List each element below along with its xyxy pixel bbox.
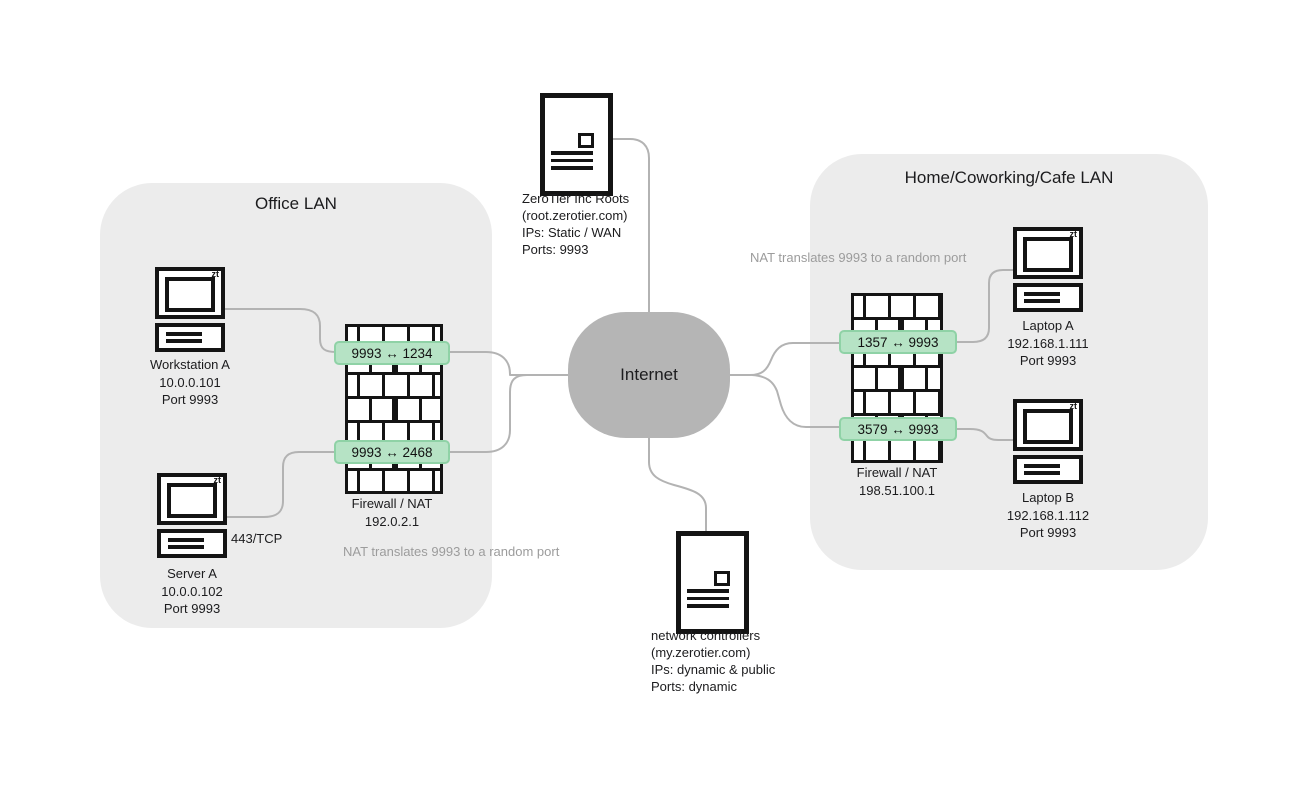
- vent-line: [1024, 299, 1060, 303]
- controllers-ips: IPs: dynamic & public: [651, 662, 776, 677]
- node-name: Laptop A: [1022, 318, 1074, 333]
- roots-server-icon: [540, 93, 613, 196]
- line-home-nat2-to-laptop-b: [955, 428, 1015, 441]
- line-server-to-nat: [225, 451, 337, 518]
- base-unit: [155, 323, 225, 352]
- vent-line: [1024, 471, 1060, 475]
- node-ip: 192.168.1.111: [1007, 335, 1089, 351]
- node-port: Port 9993: [161, 392, 219, 407]
- controllers-label: network controllers (my.zerotier.com) IP…: [651, 627, 775, 695]
- node-port: Port 9993: [1019, 525, 1077, 540]
- vent-line: [1024, 464, 1060, 468]
- node-ip: 192.168.1.112: [1006, 507, 1090, 523]
- monitor: zt: [155, 267, 225, 319]
- laptop-b-label: Laptop B 192.168.1.112 Port 9993: [978, 489, 1118, 542]
- server-led: [578, 133, 594, 148]
- office-firewall-label: Firewall / NAT 192.0.2.1: [322, 495, 462, 530]
- zerotier-zt-mark: zt: [1069, 401, 1078, 411]
- base-unit: [1013, 283, 1083, 312]
- internet-cloud: Internet: [568, 312, 730, 438]
- laptop-a-icon: zt: [1013, 227, 1083, 312]
- office-lan-title: Office LAN: [255, 194, 337, 213]
- roots-name: ZeroTier Inc Roots: [522, 191, 630, 206]
- roots-ips: IPs: Static / WAN: [522, 225, 622, 240]
- node-ip: 192.0.2.1: [364, 513, 420, 529]
- port-mapping-badge: 1357 ↔ 9993: [839, 330, 957, 354]
- roots-domain: (root.zerotier.com): [522, 208, 628, 223]
- controllers-server-icon: [676, 531, 749, 634]
- screen: [165, 277, 215, 312]
- line-office-nat2-to-internet: [448, 374, 528, 453]
- port-mapping-badge: 9993 ↔ 2468: [334, 440, 450, 464]
- controllers-name: network controllers: [651, 628, 761, 643]
- monitor: zt: [157, 473, 227, 525]
- controllers-domain: (my.zerotier.com): [651, 645, 751, 660]
- server-slot-line: [687, 596, 729, 600]
- vent-line: [1024, 292, 1060, 296]
- node-ip: 10.0.0.101: [159, 374, 221, 390]
- roots-ports: Ports: 9993: [522, 242, 589, 257]
- vent-line: [168, 545, 204, 549]
- line-internet-to-home-nat2: [751, 374, 841, 428]
- server-slot-line: [551, 166, 593, 170]
- monitor: zt: [1013, 399, 1083, 451]
- line-roots-to-internet: [601, 138, 650, 314]
- server-slot-line: [551, 158, 593, 162]
- server-slot-line: [687, 604, 729, 608]
- line-internet-to-controllers: [648, 436, 707, 533]
- line-office-nat1-to-internet: [448, 351, 570, 376]
- screen: [1023, 237, 1073, 272]
- roots-label: ZeroTier Inc Roots (root.zerotier.com) I…: [522, 190, 629, 258]
- line-internet-to-home-nat1: [728, 342, 841, 376]
- laptop-b-icon: zt: [1013, 399, 1083, 484]
- home-firewall-label: Firewall / NAT 198.51.100.1: [827, 464, 967, 499]
- vent-line: [168, 538, 204, 542]
- node-name: Server A: [167, 566, 217, 581]
- zerotier-zt-mark: zt: [1069, 229, 1078, 239]
- node-name: Workstation A: [150, 357, 230, 372]
- server-a-service-label: 443/TCP: [231, 531, 283, 546]
- home-lan-title: Home/Coworking/Cafe LAN: [904, 168, 1114, 187]
- node-name: Laptop B: [1021, 490, 1075, 505]
- screen: [1023, 409, 1073, 444]
- line-workstation-to-nat: [224, 308, 337, 353]
- laptop-a-label: Laptop A 192.168.1.111 Port 9993: [978, 317, 1118, 370]
- server-slot-line: [551, 151, 593, 155]
- controllers-ports: Ports: dynamic: [651, 679, 737, 694]
- server-slot-line: [687, 589, 729, 593]
- vent-line: [166, 332, 202, 336]
- node-name: Firewall / NAT: [856, 465, 938, 480]
- server-led: [714, 571, 730, 586]
- base-unit: [157, 529, 227, 558]
- server-a-icon: zt: [157, 473, 227, 558]
- zerotier-zt-mark: zt: [211, 269, 220, 279]
- node-ip: 198.51.100.1: [859, 482, 935, 498]
- home-nat-note: NAT translates 9993 to a random port: [750, 250, 967, 265]
- screen: [167, 483, 217, 518]
- workstation-a-icon: zt: [155, 267, 225, 352]
- node-name: Firewall / NAT: [351, 496, 433, 511]
- vent-line: [166, 339, 202, 343]
- line-home-nat1-to-laptop-a: [955, 269, 1015, 343]
- office-nat-note: NAT translates 9993 to a random port: [343, 544, 560, 559]
- monitor: zt: [1013, 227, 1083, 279]
- server-a-label: Server A 10.0.0.102 Port 9993: [122, 565, 262, 618]
- zerotier-zt-mark: zt: [213, 475, 222, 485]
- workstation-a-label: Workstation A 10.0.0.101 Port 9993: [120, 356, 260, 409]
- base-unit: [1013, 455, 1083, 484]
- internet-label: Internet: [620, 365, 678, 384]
- node-ip: 10.0.0.102: [161, 583, 223, 599]
- node-port: Port 9993: [1019, 353, 1077, 368]
- port-mapping-badge: 3579 ↔ 9993: [839, 417, 957, 441]
- node-port: Port 9993: [163, 601, 221, 616]
- port-mapping-badge: 9993 ↔ 1234: [334, 341, 450, 365]
